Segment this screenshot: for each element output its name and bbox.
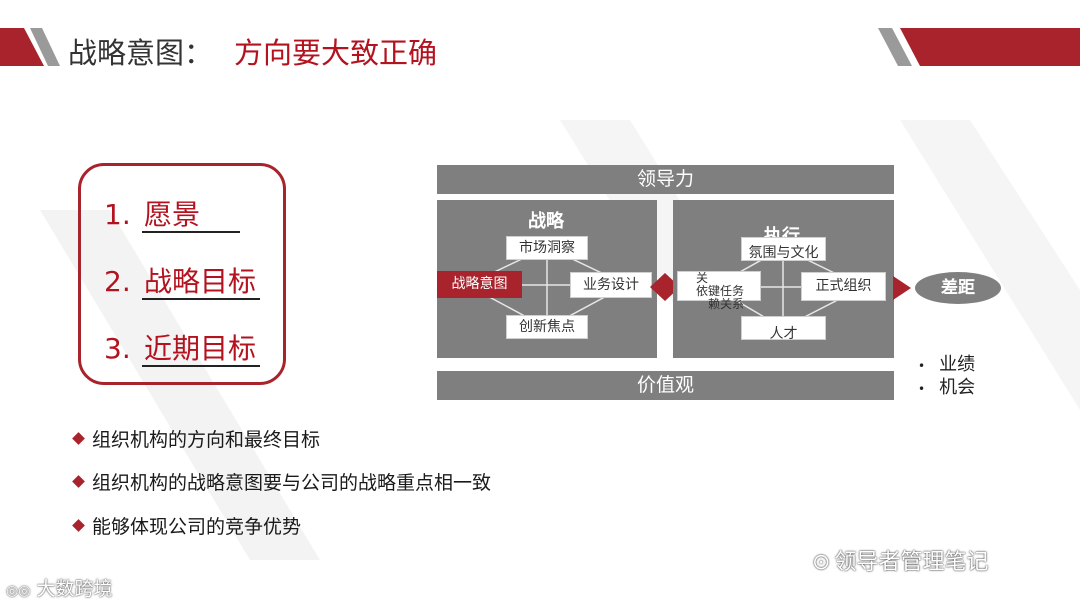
bullet-item: 能够体现公司的竞争优势: [72, 512, 302, 539]
bullet-item: 组织机构的战略意图要与公司的战略重点相一致: [72, 468, 492, 495]
bullet-text: 组织机构的方向和最终目标: [92, 429, 321, 451]
market-insight-box: 市场洞察: [506, 236, 588, 260]
gap-list-item: •业绩: [918, 354, 976, 375]
innovation-focus-box: 创新焦点: [506, 315, 588, 339]
strategy-title: 战略: [528, 211, 564, 232]
goal-number: 1.: [104, 198, 131, 231]
header-stripe-left: [0, 28, 60, 66]
link-diamond-icon: [650, 273, 680, 301]
goal-text: 愿景: [142, 198, 241, 233]
weibo-icon: ◎◎: [6, 583, 31, 599]
key-task-text: 赖关系: [708, 297, 745, 311]
goal-text: 近期目标: [142, 332, 261, 367]
bullet-diamond-icon: [72, 432, 85, 445]
bullet-text: 能够体现公司的竞争优势: [92, 516, 302, 538]
key-task-text: 依: [696, 284, 709, 298]
gap-list-item: •机会: [918, 377, 976, 398]
goal-text: 战略目标: [142, 265, 261, 300]
arrow-right-icon: [893, 276, 911, 300]
formal-org-box: 正式组织: [801, 272, 886, 301]
watermark-left-text: 大数跨境: [36, 578, 113, 600]
gap-item-text: 业绩: [939, 354, 976, 375]
leadership-bar: 领导力: [437, 165, 894, 194]
strategic-intent-box: 战略意图: [437, 271, 522, 298]
wechat-icon: ⊙: [812, 550, 831, 575]
watermark-right-text: 领导者管理笔记: [834, 550, 989, 575]
goal-item: 1. 愿景: [104, 193, 241, 233]
values-bar: 价值观: [437, 371, 894, 400]
bullet-text: 组织机构的战略意图要与公司的战略重点相一致: [92, 472, 492, 494]
goals-box: [78, 163, 286, 385]
goal-item: 2. 战略目标: [104, 260, 261, 300]
goal-number: 2.: [104, 265, 131, 298]
page-title-emphasis: 方向要大致正确: [234, 36, 438, 70]
goal-item: 3. 近期目标: [104, 327, 261, 367]
goal-number: 3.: [104, 332, 131, 365]
page-title: 战略意图：: [68, 36, 214, 70]
key-task-text: 关: [696, 271, 709, 285]
watermark-left: ◎◎ 大数跨境: [6, 574, 112, 601]
bullet-item: 组织机构的方向和最终目标: [72, 425, 321, 452]
watermark-right: ⊙领导者管理笔记: [812, 544, 988, 576]
header-stripe-right: [878, 28, 1080, 66]
culture-box: 氛围与文化: [741, 237, 826, 261]
gap-item-text: 机会: [939, 377, 976, 398]
key-task-text: 键任务: [708, 284, 745, 298]
talent-box: 人才: [741, 316, 826, 342]
bullet-diamond-icon: [72, 475, 85, 488]
business-design-box: 业务设计: [570, 272, 652, 298]
key-task-box: 关 依键任务 赖关系: [677, 271, 761, 311]
bullet-diamond-icon: [72, 519, 85, 532]
gap-oval: 差距: [915, 272, 1001, 304]
